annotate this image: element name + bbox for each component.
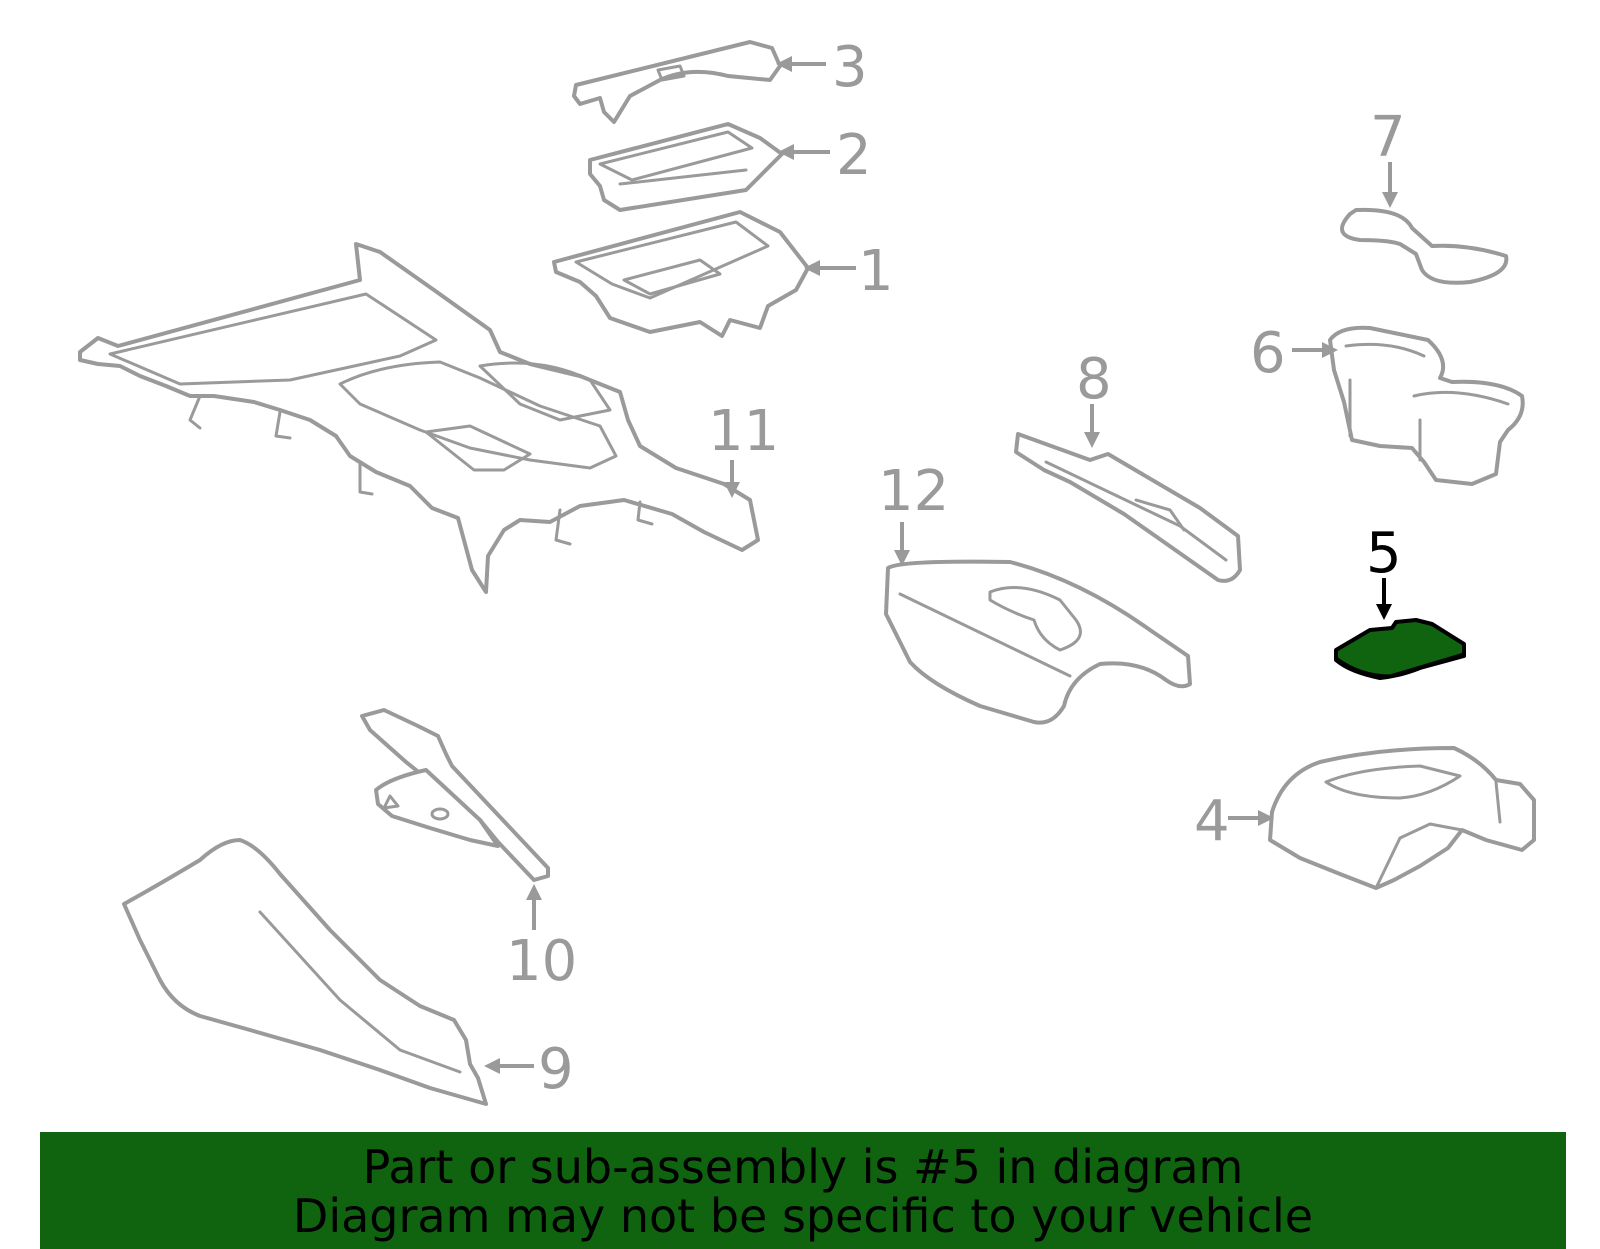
arrow-11 bbox=[724, 460, 740, 498]
part-7-mat[interactable] bbox=[1340, 207, 1509, 285]
callout-2[interactable]: 2 bbox=[836, 123, 872, 188]
arrow-9 bbox=[484, 1058, 534, 1074]
callout-4[interactable]: 4 bbox=[1194, 789, 1230, 854]
callout-3[interactable]: 3 bbox=[832, 35, 868, 100]
part-5-mat-highlighted[interactable] bbox=[1334, 618, 1466, 680]
callout-10[interactable]: 10 bbox=[506, 929, 577, 994]
part-9-side-panel[interactable] bbox=[122, 838, 488, 1106]
callout-6[interactable]: 6 bbox=[1250, 321, 1286, 386]
callout-1[interactable]: 1 bbox=[858, 239, 894, 304]
arrow-7 bbox=[1382, 162, 1398, 208]
part-11-console-panel[interactable] bbox=[78, 242, 760, 594]
part-3-lid[interactable] bbox=[572, 40, 782, 124]
arrow-4 bbox=[1228, 810, 1274, 826]
callout-5[interactable]: 5 bbox=[1366, 521, 1402, 586]
callout-8[interactable]: 8 bbox=[1076, 347, 1112, 412]
info-banner: Part or sub-assembly is #5 in diagram Di… bbox=[40, 1132, 1566, 1249]
callout-9[interactable]: 9 bbox=[538, 1037, 574, 1102]
arrow-10 bbox=[526, 884, 542, 930]
part-10-bracket[interactable] bbox=[360, 708, 550, 882]
arrow-1 bbox=[804, 260, 856, 276]
arrow-6 bbox=[1292, 342, 1338, 358]
part-1-box[interactable] bbox=[552, 210, 810, 338]
callout-11[interactable]: 11 bbox=[708, 399, 779, 464]
arrow-8 bbox=[1084, 404, 1100, 448]
part-2-tray[interactable] bbox=[588, 122, 784, 212]
arrow-12 bbox=[894, 522, 910, 566]
banner-part-info: Part or sub-assembly is #5 in diagram bbox=[362, 1140, 1244, 1194]
arrow-2 bbox=[778, 144, 830, 160]
callout-7[interactable]: 7 bbox=[1370, 105, 1406, 170]
part-12-upper-cover[interactable] bbox=[884, 559, 1192, 725]
arrow-3 bbox=[776, 56, 826, 72]
part-4-rear-cover[interactable] bbox=[1268, 746, 1536, 890]
callout-12[interactable]: 12 bbox=[878, 459, 949, 524]
part-8-bezel[interactable] bbox=[1014, 432, 1242, 583]
part-6-cup-holder[interactable] bbox=[1328, 325, 1525, 486]
arrow-5 bbox=[1376, 578, 1392, 620]
banner-disclaimer: Diagram may not be specific to your vehi… bbox=[292, 1189, 1314, 1243]
